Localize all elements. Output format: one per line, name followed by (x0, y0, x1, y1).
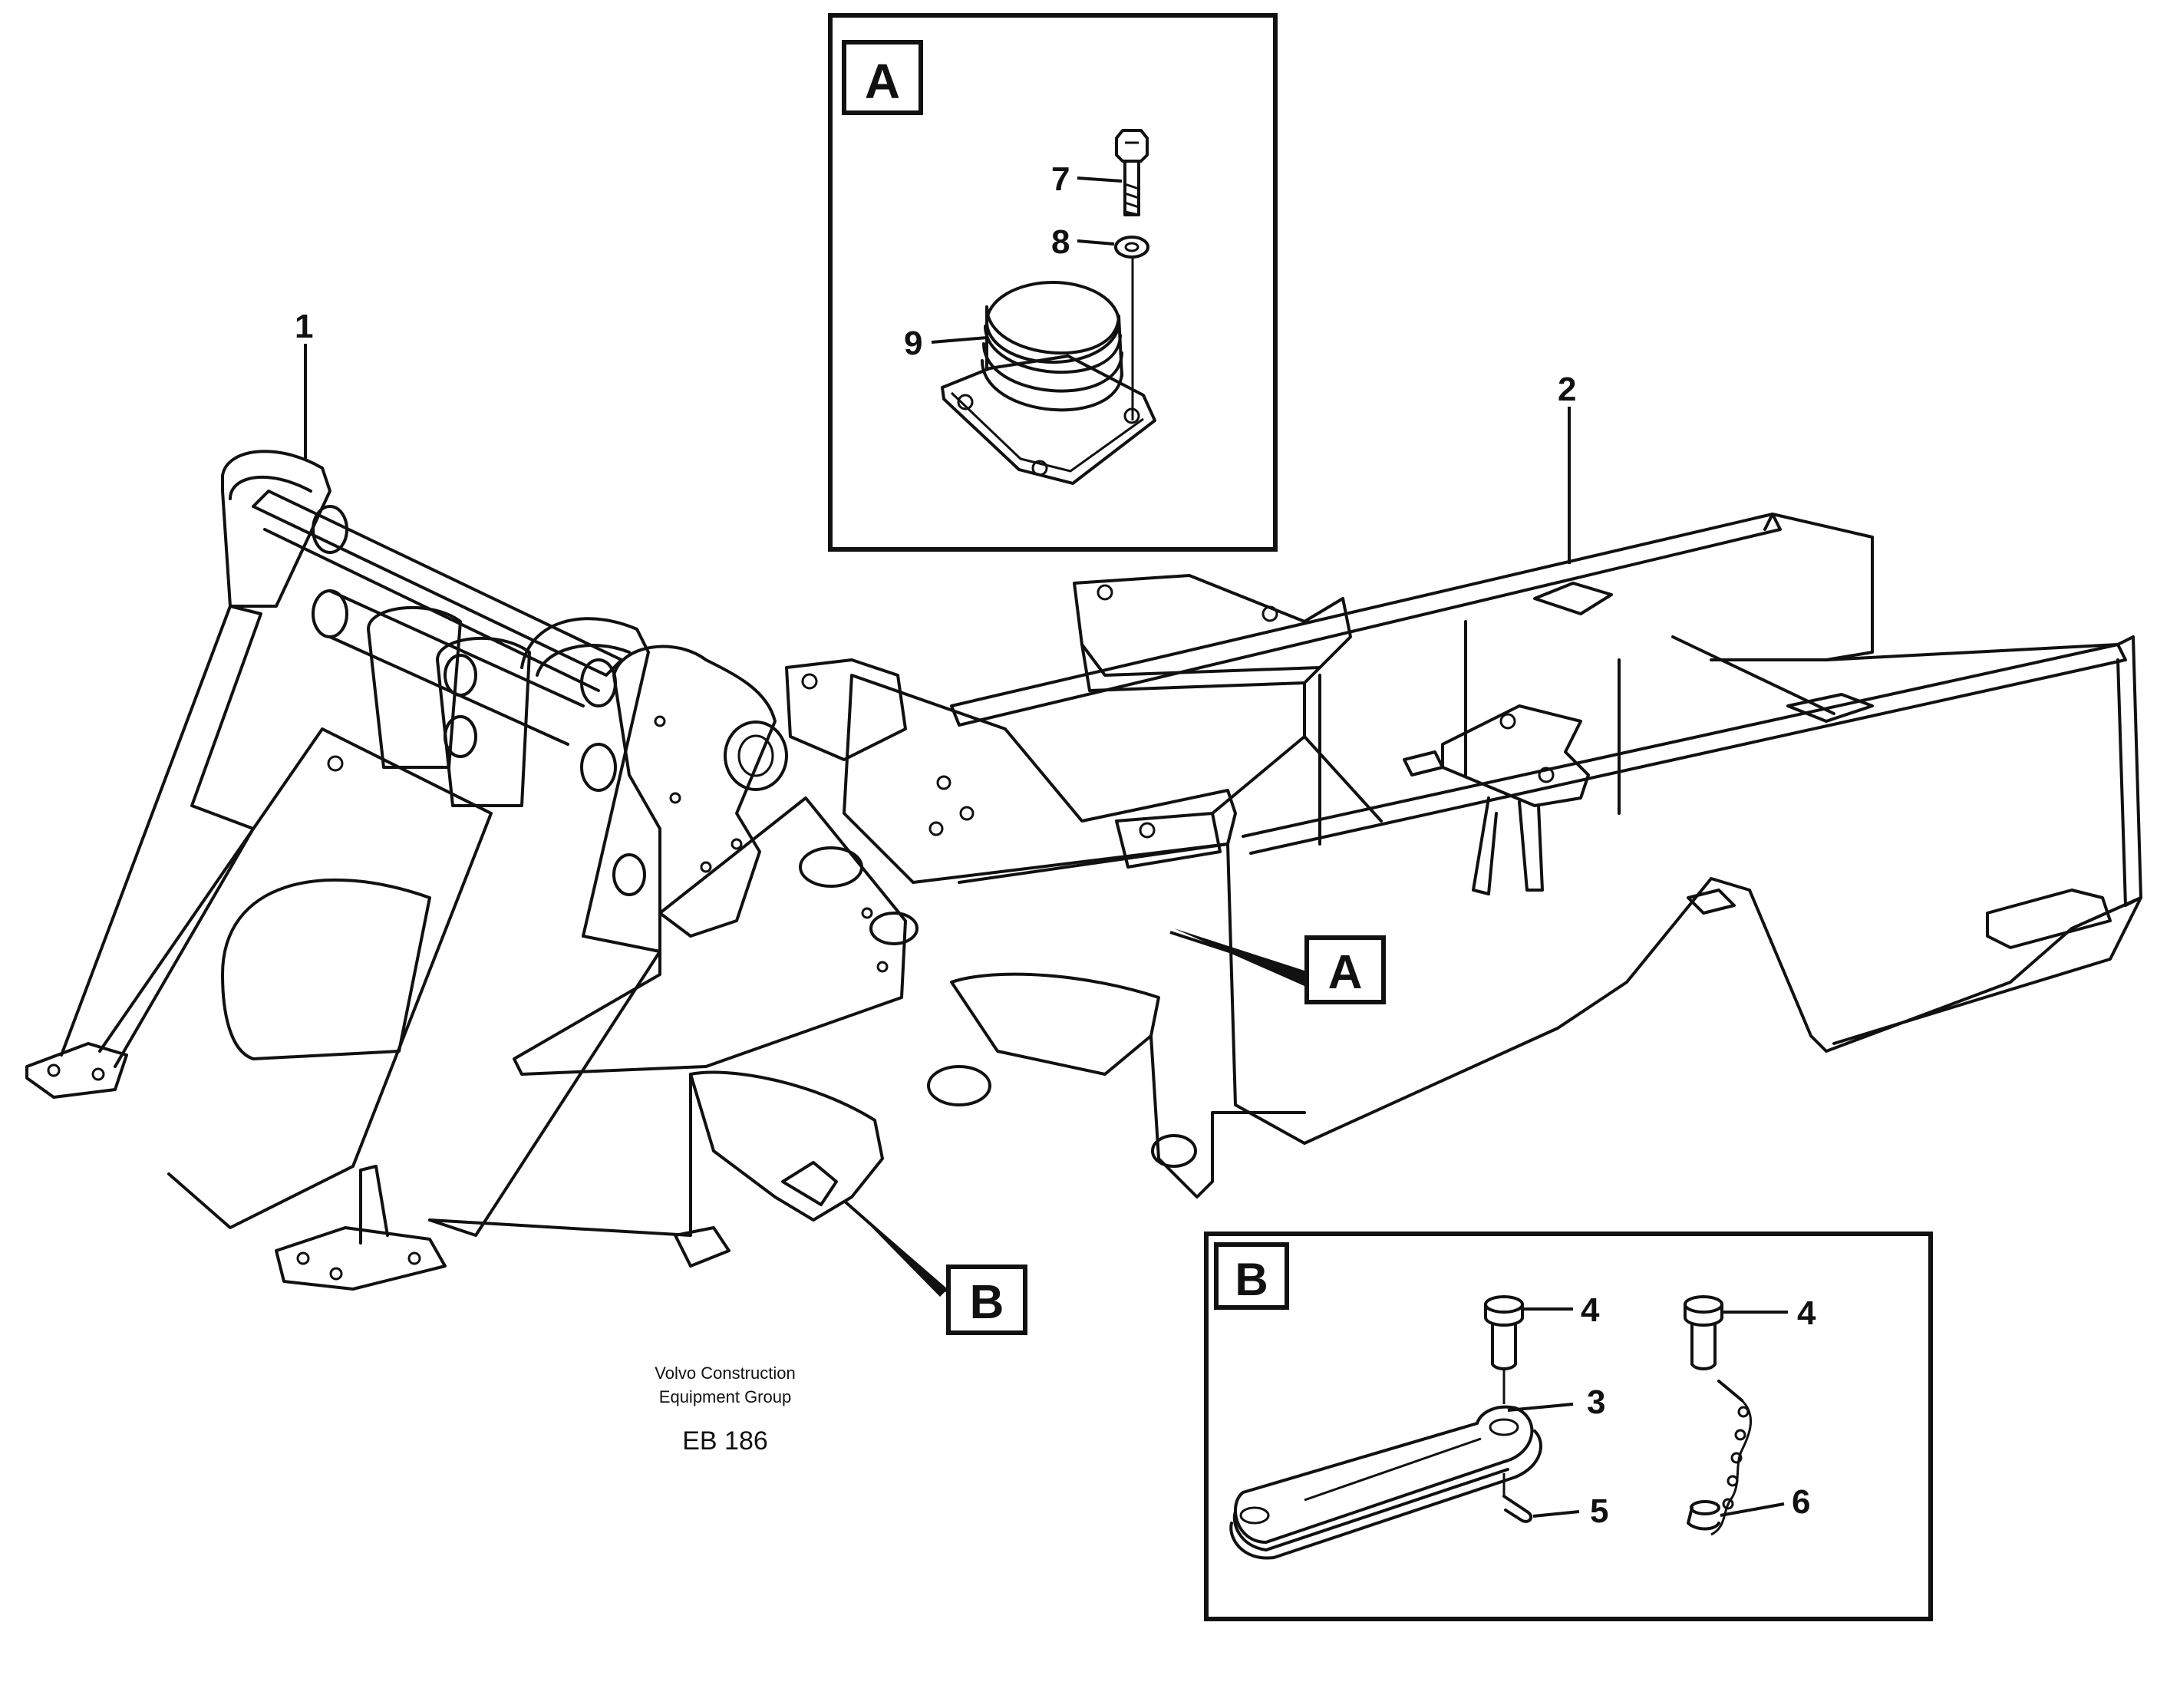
pin-4-left-drawing (1484, 1295, 1524, 1404)
credit: Volvo Construction Equipment Group EB 18… (655, 1363, 795, 1456)
credit-line-1: Volvo Construction (655, 1363, 795, 1383)
ref-a: A (1169, 928, 1386, 1004)
callout-7: 7 (1051, 160, 1070, 198)
chain-6-drawing (1687, 1380, 1753, 1536)
inset-b: B (1204, 1232, 1933, 1621)
link-3-drawing (1229, 1405, 1542, 1560)
cotter-5-drawing (1502, 1495, 1533, 1523)
callout-8: 8 (1051, 223, 1070, 261)
inset-a: A 7 (828, 13, 1278, 552)
inset-a-title: A (865, 54, 900, 109)
callout-4-left: 4 (1581, 1291, 1600, 1329)
callout-6: 6 (1792, 1483, 1810, 1521)
mount-9-drawing (941, 281, 1156, 485)
ref-b-label: B (970, 1276, 1004, 1329)
ref-a-label: A (1328, 946, 1363, 999)
callout-4-right: 4 (1797, 1294, 1816, 1332)
inset-b-title: B (1235, 1254, 1268, 1305)
bolt-7-drawing (1115, 129, 1149, 216)
drawing-code: EB 186 (682, 1426, 768, 1456)
front-frame-drawing (25, 450, 919, 1291)
ref-b: B (843, 1199, 1027, 1335)
rear-frame-drawing (785, 513, 2142, 1199)
callout-3: 3 (1587, 1383, 1605, 1421)
pin-4-right-drawing (1684, 1295, 1723, 1370)
callout-2: 2 (1558, 371, 1576, 408)
washer-8-drawing (1114, 236, 1149, 420)
callout-9: 9 (904, 325, 922, 362)
callout-5: 5 (1590, 1492, 1608, 1530)
callout-1: 1 (295, 308, 313, 345)
credit-line-2: Equipment Group (659, 1387, 791, 1406)
